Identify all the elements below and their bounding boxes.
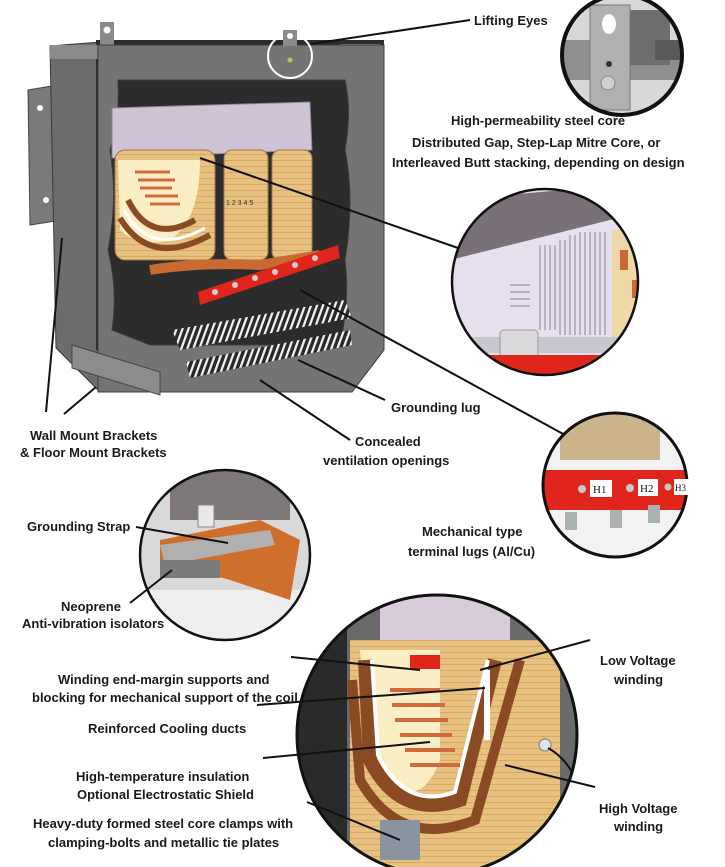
leader-terminal — [299, 289, 566, 436]
label-winding-supports-2: blocking for mechanical support of the c… — [32, 690, 298, 705]
label-terminal-lugs-2: terminal lugs (Al/Cu) — [408, 544, 536, 559]
label-grounding-lug: Grounding lug — [391, 400, 481, 415]
leader-isolators — [129, 569, 173, 604]
leader-floor-bracket — [63, 386, 97, 415]
lifting-eye-left — [100, 22, 114, 48]
leader-cooling-ducts — [262, 741, 431, 759]
label-high-voltage-2: winding — [614, 819, 664, 834]
label-winding-supports-1: Winding end-margin supports and — [58, 672, 270, 687]
label-grounding-strap: Grounding Strap — [27, 519, 131, 534]
label-steel-core-desc-2: Interleaved Butt stacking, depending on … — [392, 155, 685, 170]
leader-high-voltage — [504, 764, 596, 788]
label-steel-core-title: High-permeability steel core — [451, 113, 626, 128]
label-steel-core-desc-1: Distributed Gap, Step-Lap Mitre Core, or — [412, 135, 661, 150]
leader-grounding-strap — [135, 526, 229, 544]
leader-steel-core — [199, 157, 459, 249]
floor-mount-bracket — [71, 344, 161, 396]
terminal-h2: H2 — [640, 483, 653, 495]
leader-core-clamps — [306, 801, 401, 841]
terminal-h1: H1 — [593, 484, 606, 496]
coil-tap-numbers: 1 2 3 4 5 — [226, 200, 253, 207]
grounding-strap-detail — [140, 470, 310, 640]
label-mount-brackets-2: & Floor Mount Brackets — [20, 445, 167, 460]
label-ventilation-1: Concealed — [355, 434, 421, 449]
leader-lines — [45, 19, 596, 841]
terminal-lugs-detail — [543, 413, 687, 557]
leader-ventilation — [259, 379, 351, 441]
leader-winding-supports-b — [256, 687, 486, 706]
label-ventilation-2: ventilation openings — [323, 453, 450, 468]
label-low-voltage-1: Low Voltage — [600, 653, 676, 668]
transformer-enclosure: 1 2 3 4 5 — [27, 22, 385, 396]
leader-winding-supports-a — [290, 656, 421, 671]
label-high-voltage-1: High Voltage — [599, 801, 678, 816]
label-core-clamps-1: Heavy-duty formed steel core clamps with — [33, 816, 294, 831]
leader-wall-bracket — [45, 237, 63, 413]
label-terminal-lugs-1: Mechanical type — [422, 524, 523, 539]
label-low-voltage-2: winding — [614, 672, 664, 687]
terminal-bar — [198, 245, 340, 305]
label-insulation-1: High-temperature insulation — [76, 769, 250, 784]
label-lifting-eyes: Lifting Eyes — [474, 13, 548, 28]
label-insulation-2: Optional Electrostatic Shield — [77, 787, 254, 802]
label-mount-brackets-1: Wall Mount Brackets — [30, 428, 158, 443]
terminal-h3: H3 — [675, 483, 686, 493]
leader-low-voltage — [479, 639, 591, 671]
label-isolators-2: Anti-vibration isolators — [22, 616, 165, 631]
leader-lifting-eyes — [310, 19, 471, 45]
lifting-eyes-detail — [562, 0, 682, 115]
label-core-clamps-2: clamping-bolts and metallic tie plates — [48, 835, 280, 850]
terminal-markers: H1 H2 H3 — [578, 479, 690, 497]
label-isolators-1: Neoprene — [61, 599, 121, 614]
leader-grounding-lug — [297, 359, 386, 401]
label-cooling-ducts: Reinforced Cooling ducts — [88, 721, 247, 736]
